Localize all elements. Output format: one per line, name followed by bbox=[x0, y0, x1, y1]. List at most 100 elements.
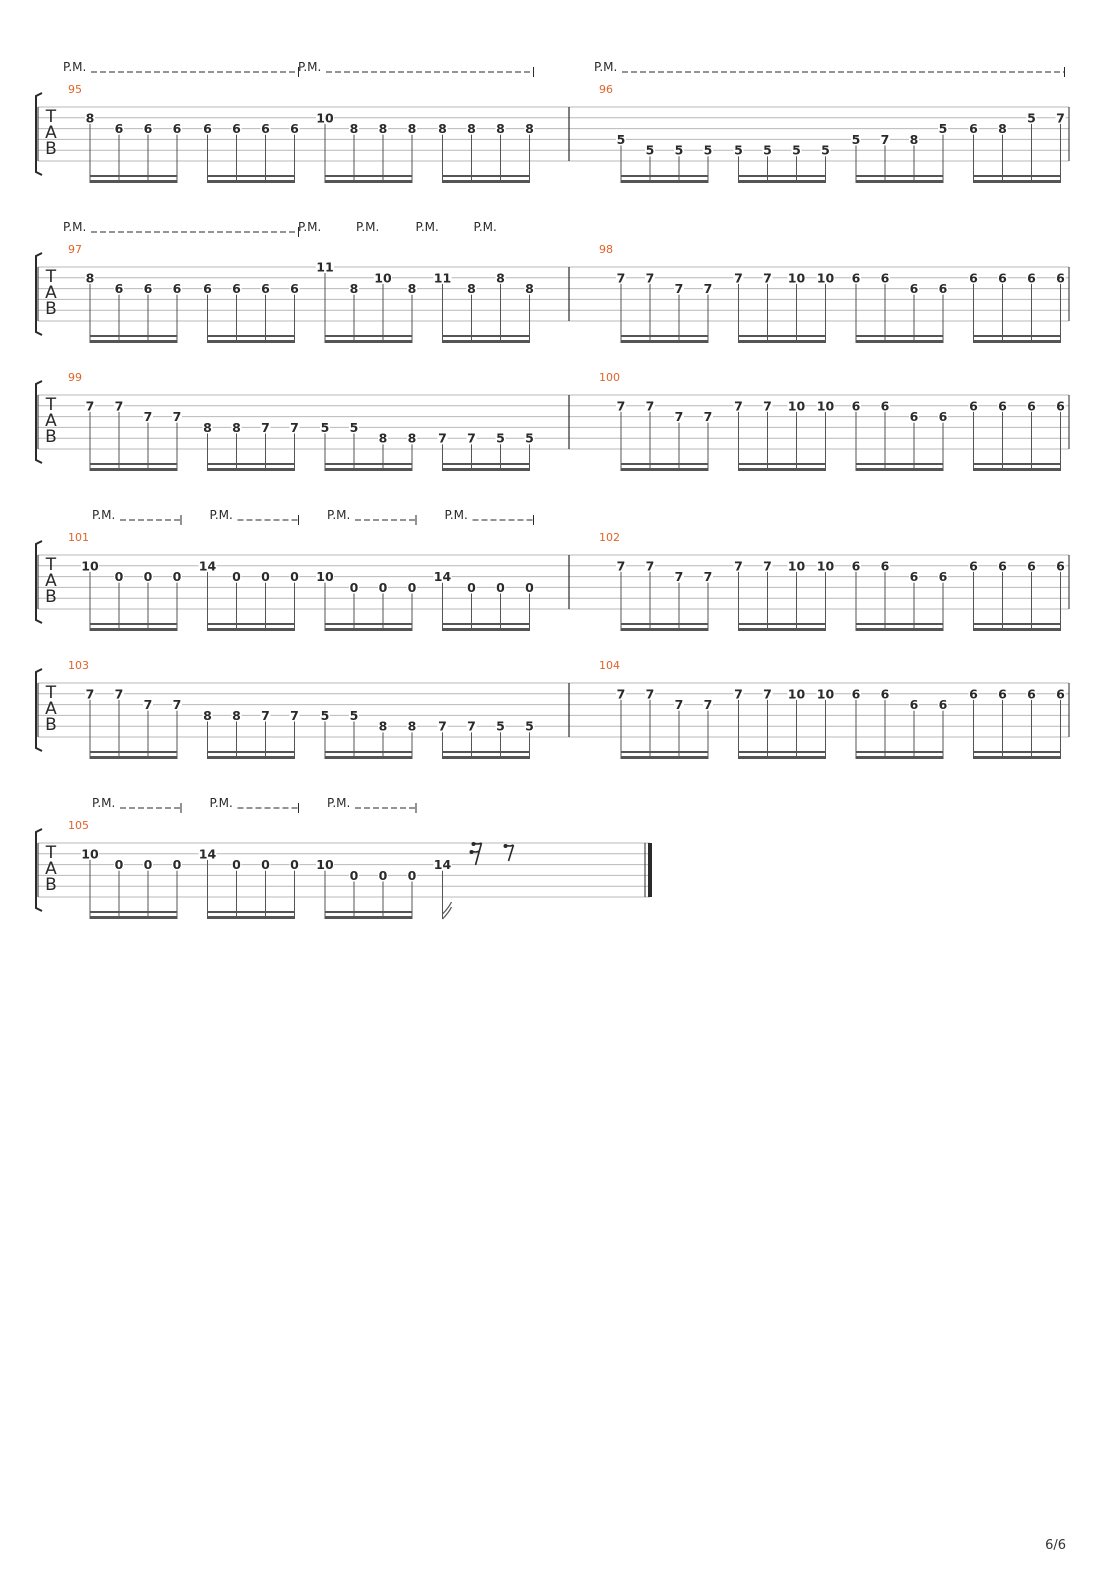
fret-bg bbox=[85, 687, 95, 700]
fret-bg bbox=[495, 271, 506, 284]
fret-number: 7 bbox=[617, 686, 626, 701]
note-flag bbox=[442, 901, 453, 920]
fret-bg bbox=[703, 410, 713, 423]
beam bbox=[325, 175, 412, 177]
fret-number: 8 bbox=[379, 719, 388, 734]
fret-bg bbox=[466, 282, 477, 295]
fret-number: 0 bbox=[467, 580, 476, 595]
fret-number: 0 bbox=[173, 569, 182, 584]
beam bbox=[207, 628, 295, 631]
beam bbox=[738, 175, 826, 177]
fret-bg bbox=[495, 581, 506, 594]
beam bbox=[856, 180, 943, 183]
fret-number: 10 bbox=[316, 110, 334, 125]
fret-bg bbox=[85, 111, 95, 124]
fret-bg bbox=[378, 720, 388, 733]
fret-number: 6 bbox=[881, 686, 890, 701]
fret-bg bbox=[172, 858, 182, 871]
beam bbox=[973, 623, 1061, 625]
fret-bg bbox=[968, 122, 979, 135]
fret-bg bbox=[466, 122, 477, 135]
fret-number: 8 bbox=[203, 708, 212, 723]
fret-number: 0 bbox=[261, 857, 270, 872]
fret-bg bbox=[143, 282, 153, 295]
fret-number: 0 bbox=[261, 569, 270, 584]
fret-bg bbox=[880, 133, 890, 146]
fret-bg bbox=[645, 144, 655, 157]
fret-bg bbox=[231, 421, 242, 434]
fret-bg bbox=[616, 399, 626, 412]
beam bbox=[973, 180, 1061, 183]
fret-bg bbox=[231, 570, 242, 583]
fret-number: 8 bbox=[408, 719, 417, 734]
fret-number: 7 bbox=[704, 697, 713, 712]
beam bbox=[207, 756, 295, 759]
fret-bg bbox=[349, 869, 359, 882]
fret-number: 6 bbox=[852, 270, 861, 285]
fret-bg bbox=[1055, 559, 1066, 572]
fret-number: 10 bbox=[81, 558, 99, 573]
fret-number: 6 bbox=[998, 270, 1007, 285]
fret-bg bbox=[289, 570, 300, 583]
fret-number: 10 bbox=[788, 398, 806, 413]
fret-number: 7 bbox=[734, 558, 743, 573]
fret-number: 7 bbox=[144, 409, 153, 424]
fret-bg bbox=[202, 709, 213, 722]
measure-number: 103 bbox=[68, 659, 89, 672]
palm-mute-label: P.M. bbox=[298, 220, 321, 234]
fret-bg bbox=[378, 122, 388, 135]
fret-bg bbox=[433, 858, 452, 871]
fret-number: 7 bbox=[734, 270, 743, 285]
measure-number: 102 bbox=[599, 531, 620, 544]
beam bbox=[325, 340, 412, 343]
beam bbox=[738, 463, 826, 465]
fret-number: 10 bbox=[817, 686, 835, 701]
beam bbox=[738, 756, 826, 759]
fret-bg bbox=[407, 720, 417, 733]
fret-bg bbox=[733, 271, 744, 284]
fret-number: 6 bbox=[969, 558, 978, 573]
fret-bg bbox=[616, 559, 626, 572]
fret-bg bbox=[851, 271, 861, 284]
fret-number: 6 bbox=[1056, 558, 1065, 573]
fret-bg bbox=[674, 144, 684, 157]
fret-bg bbox=[260, 421, 271, 434]
fret-number: 7 bbox=[763, 398, 772, 413]
beam bbox=[856, 628, 943, 631]
fret-number: 5 bbox=[321, 708, 330, 723]
measure-number: 98 bbox=[599, 243, 613, 256]
fret-number: 8 bbox=[496, 121, 505, 136]
fret-number: 0 bbox=[115, 857, 124, 872]
fret-bg bbox=[880, 399, 890, 412]
fret-number: 7 bbox=[115, 686, 124, 701]
fret-bg bbox=[909, 570, 919, 583]
measure-number: 95 bbox=[68, 83, 82, 96]
fret-number: 7 bbox=[646, 398, 655, 413]
fret-number: 6 bbox=[969, 121, 978, 136]
palm-mute-label: P.M. bbox=[594, 60, 617, 74]
fret-number: 6 bbox=[910, 569, 919, 584]
fret-number: 5 bbox=[734, 143, 743, 158]
fret-number: 6 bbox=[232, 281, 241, 296]
fret-bg bbox=[762, 144, 773, 157]
fret-number: 10 bbox=[788, 558, 806, 573]
beam bbox=[621, 751, 708, 753]
fret-number: 7 bbox=[675, 409, 684, 424]
beam bbox=[738, 180, 826, 183]
measure-number: 99 bbox=[68, 371, 82, 384]
fret-bg bbox=[968, 559, 979, 572]
fret-bg bbox=[997, 559, 1008, 572]
fret-bg bbox=[787, 687, 806, 700]
fret-number: 8 bbox=[232, 708, 241, 723]
beam bbox=[442, 175, 530, 177]
fret-bg bbox=[1026, 271, 1037, 284]
beam bbox=[621, 628, 708, 631]
fret-bg bbox=[1055, 271, 1066, 284]
fret-number: 7 bbox=[290, 420, 299, 435]
rest-dot bbox=[471, 842, 476, 846]
fret-bg bbox=[437, 720, 448, 733]
beam bbox=[90, 623, 177, 625]
